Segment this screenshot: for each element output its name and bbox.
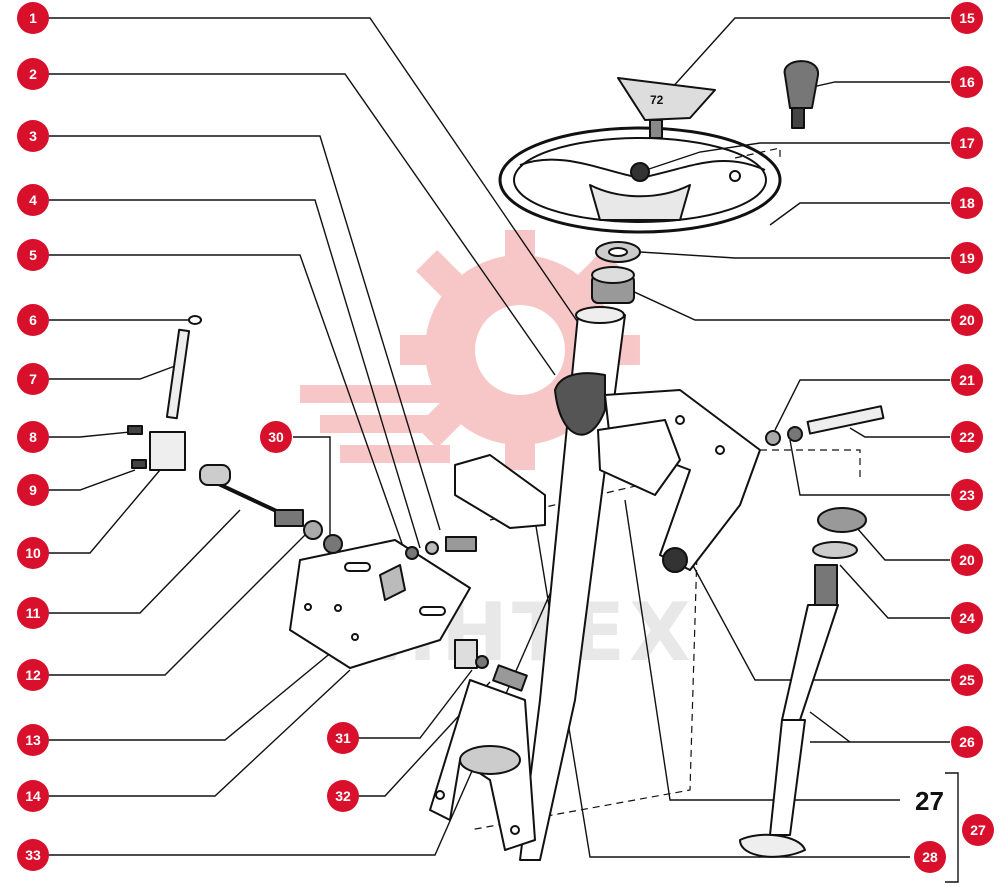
svg-text:14: 14: [25, 788, 41, 804]
callout-1: 1: [17, 2, 49, 34]
knob: [783, 60, 820, 129]
svg-text:30: 30: [268, 429, 284, 445]
callout-27: 27: [962, 814, 994, 846]
callout-16: 16: [951, 66, 983, 98]
callout-17: 17: [951, 127, 983, 159]
svg-text:11: 11: [26, 605, 41, 621]
svg-text:19: 19: [959, 250, 975, 266]
small-bolts: [405, 405, 885, 692]
callout-24: 24: [951, 602, 983, 634]
assembly-ref-label: 27: [915, 786, 944, 816]
callout-20-bottom: 20: [951, 544, 983, 576]
parts-drawing: 72: [127, 60, 885, 861]
callout-7: 7: [17, 363, 49, 395]
callout-20-top: 20: [951, 304, 983, 336]
callout-14: 14: [17, 780, 49, 812]
callout-12: 12: [17, 659, 49, 691]
lower-bracket: [429, 679, 536, 851]
callout-15: 15: [951, 2, 983, 34]
callout-18: 18: [951, 187, 983, 219]
callout-5: 5: [17, 239, 49, 271]
svg-text:24: 24: [959, 610, 975, 626]
bracket-left: [289, 539, 471, 669]
callout-23: 23: [951, 479, 983, 511]
svg-text:32: 32: [335, 788, 351, 804]
svg-text:22: 22: [959, 429, 975, 445]
callout-30: 30: [260, 421, 292, 453]
callout-25: 25: [951, 664, 983, 696]
leader-lines: [46, 17, 959, 883]
steering-wheel: [498, 126, 782, 234]
washer-19-hole: [608, 247, 628, 257]
svg-text:4: 4: [29, 192, 37, 208]
svg-text:10: 10: [25, 545, 41, 561]
callout-8: 8: [17, 421, 49, 453]
callout-2: 2: [17, 58, 49, 90]
clamp-block: [454, 419, 681, 529]
svg-text:1: 1: [29, 10, 37, 26]
svg-text:20: 20: [959, 312, 975, 328]
callout-22: 22: [951, 421, 983, 453]
svg-text:31: 31: [335, 730, 351, 746]
horn-cap: 72: [617, 77, 716, 139]
lower-column: [739, 507, 867, 858]
svg-text:27: 27: [970, 822, 986, 838]
svg-text:13: 13: [25, 732, 41, 748]
svg-text:6: 6: [29, 312, 37, 328]
svg-text:15: 15: [959, 10, 975, 26]
shaft-assembly-left: [127, 315, 343, 554]
svg-text:21: 21: [959, 372, 975, 388]
svg-text:72: 72: [650, 93, 664, 107]
callout-31: 31: [327, 722, 359, 754]
svg-text:18: 18: [959, 195, 975, 211]
callout-13: 13: [17, 724, 49, 756]
callout-4: 4: [17, 184, 49, 216]
svg-text:9: 9: [29, 482, 37, 498]
svg-text:33: 33: [25, 847, 41, 863]
svg-text:2: 2: [29, 66, 37, 82]
callout-3: 3: [17, 120, 49, 152]
svg-text:7: 7: [29, 371, 37, 387]
callout-33: 33: [17, 839, 49, 871]
svg-text:5: 5: [29, 247, 37, 263]
callout-21: 21: [951, 364, 983, 396]
svg-text:20: 20: [959, 552, 975, 568]
svg-text:28: 28: [922, 849, 938, 865]
callout-26: 26: [951, 726, 983, 758]
svg-text:3: 3: [29, 128, 37, 144]
callout-32: 32: [327, 780, 359, 812]
callout-11: 11: [17, 597, 49, 629]
svg-text:17: 17: [959, 135, 975, 151]
callout-10: 10: [17, 537, 49, 569]
svg-text:25: 25: [959, 672, 975, 688]
svg-text:12: 12: [25, 667, 41, 683]
callout-6: 6: [17, 304, 49, 336]
bushing-20-top: [591, 266, 635, 304]
svg-text:23: 23: [959, 487, 975, 503]
svg-text:26: 26: [959, 734, 975, 750]
callout-28: 28: [914, 841, 946, 873]
callouts: 1 2 3 4 5 6 7 8 9 10 11 12 13 14 33 30 3…: [17, 2, 994, 873]
svg-text:16: 16: [959, 74, 975, 90]
callout-9: 9: [17, 474, 49, 506]
svg-text:8: 8: [29, 429, 37, 445]
callout-19: 19: [951, 242, 983, 274]
